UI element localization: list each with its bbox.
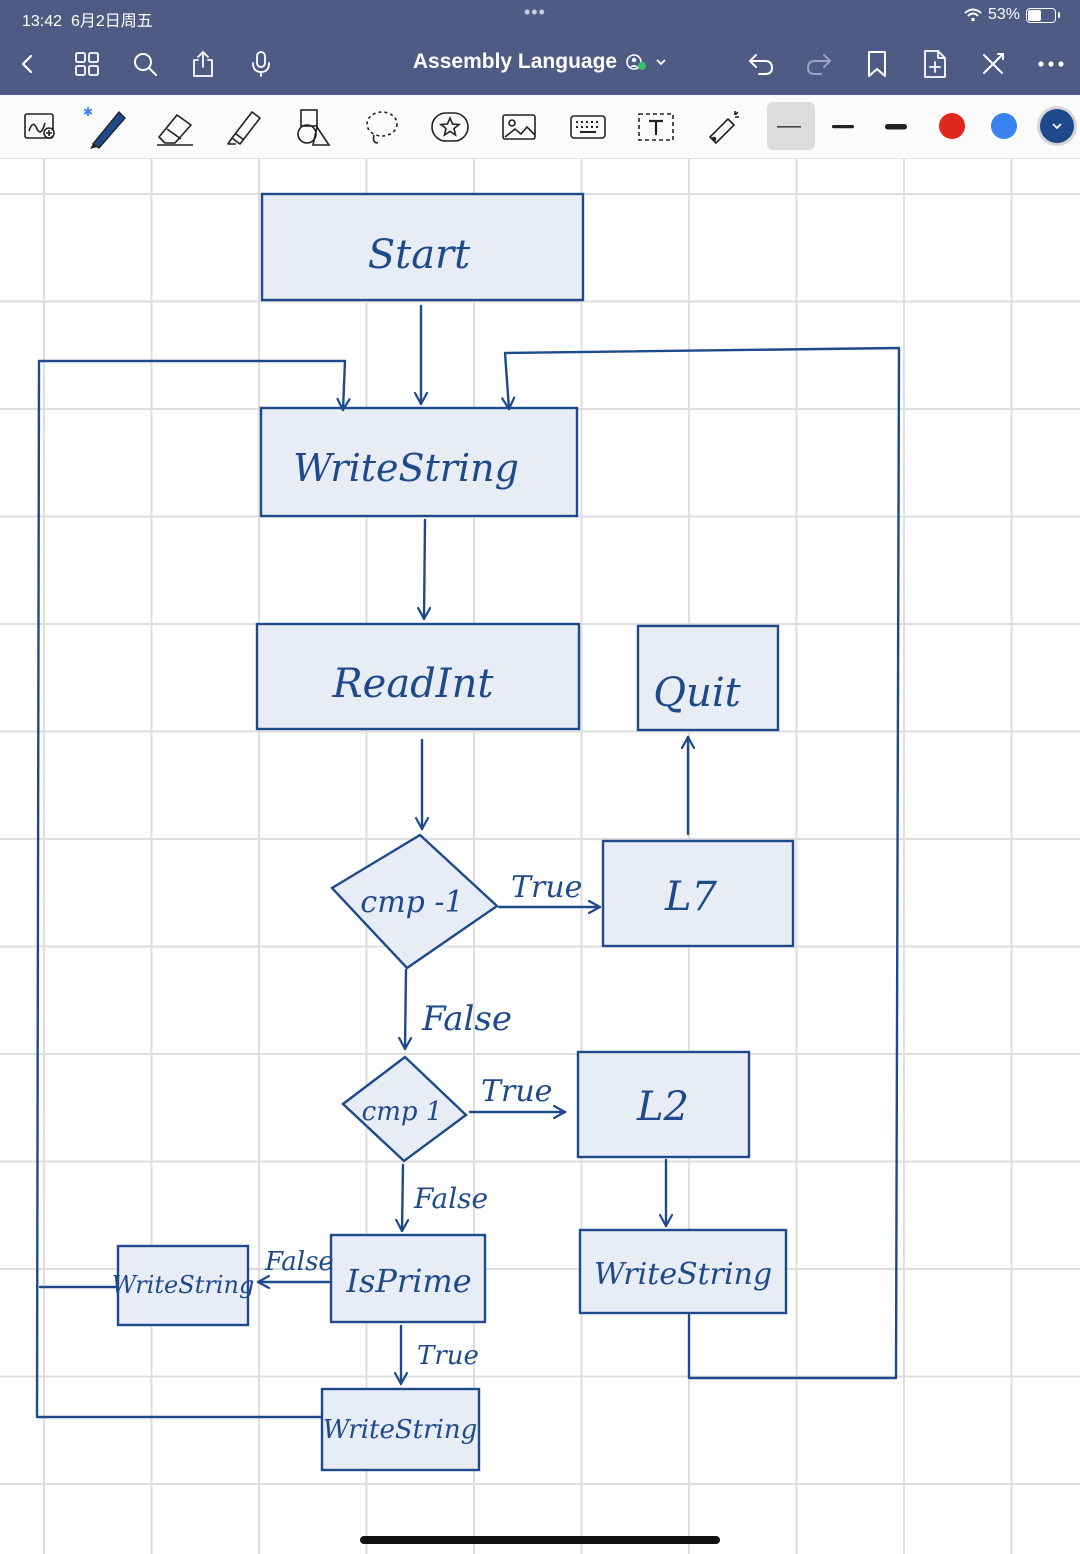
node-quit-label: Quit xyxy=(653,670,741,716)
grid-icon[interactable] xyxy=(67,44,107,84)
status-time: 13:42 6月2日周五 xyxy=(22,13,153,30)
more-icon[interactable] xyxy=(1031,44,1071,84)
color-swatch-navy-selected[interactable] xyxy=(1040,109,1074,143)
laser-pointer-icon[interactable] xyxy=(700,103,748,151)
edge-label-cmp-1-false: False xyxy=(413,1182,488,1215)
microphone-icon[interactable] xyxy=(241,44,281,84)
redo-icon[interactable] xyxy=(799,44,839,84)
multitasking-dots-icon[interactable]: ••• xyxy=(524,2,546,22)
node-write-string-false-label: WriteString xyxy=(112,1271,255,1299)
node-cmp-1 xyxy=(341,1055,468,1163)
sticker-icon[interactable] xyxy=(426,103,474,151)
edge-writestring-to-readint xyxy=(424,518,425,621)
edge-label-cmp-neg1-true: True xyxy=(511,870,582,905)
image-icon[interactable] xyxy=(495,103,543,151)
stroke-width-thin[interactable] xyxy=(767,103,815,151)
node-l2 xyxy=(576,1050,751,1159)
svg-text:✱: ✱ xyxy=(83,105,93,119)
node-is-prime xyxy=(329,1233,487,1324)
close-icon[interactable] xyxy=(973,44,1013,84)
edge-loop-right-to-writestring xyxy=(505,346,901,1380)
pen-icon[interactable]: ✱ xyxy=(82,103,130,151)
document-title[interactable]: Assembly Language xyxy=(390,50,690,74)
back-icon[interactable] xyxy=(8,44,48,84)
eraser-icon[interactable] xyxy=(151,103,199,151)
share-icon[interactable] xyxy=(183,44,223,84)
highlighter-icon[interactable] xyxy=(220,103,268,151)
node-cmp-neg1-label: cmp -1 xyxy=(360,885,463,920)
add-page-icon[interactable] xyxy=(915,44,955,84)
edge-cmp-neg1-false-to-cmp-1 xyxy=(405,968,406,1051)
lasso-image-icon[interactable] xyxy=(16,103,64,151)
node-l7-label: L7 xyxy=(664,874,718,920)
color-swatch-red[interactable] xyxy=(939,113,965,139)
chevron-down-icon xyxy=(1052,123,1062,130)
search-icon[interactable] xyxy=(125,44,165,84)
node-l7 xyxy=(601,839,795,948)
battery-icon xyxy=(1026,7,1056,23)
color-swatch-blue[interactable] xyxy=(991,113,1017,139)
flowchart: Start WriteString ReadInt Quit cmp -1 L7… xyxy=(35,192,901,1472)
node-start-label: Start xyxy=(368,232,471,278)
edge-loop-bottom-to-writestring xyxy=(35,359,345,1419)
node-write-string-main xyxy=(259,406,579,518)
note-canvas[interactable]: Start WriteString ReadInt Quit cmp -1 L7… xyxy=(0,159,1080,1554)
sync-status-icon xyxy=(626,54,647,70)
node-is-prime-label: IsPrime xyxy=(345,1262,471,1300)
document-title-text: Assembly Language xyxy=(412,50,618,73)
text-box-icon[interactable] xyxy=(632,103,680,151)
keyboard-icon[interactable] xyxy=(564,103,612,151)
drawing-toolbar: ✱ xyxy=(0,95,1080,159)
node-write-string-l2 xyxy=(578,1228,788,1315)
edge-label-is-prime-false: False xyxy=(264,1247,334,1277)
undo-icon[interactable] xyxy=(741,44,781,84)
stroke-width-medium[interactable] xyxy=(820,103,868,151)
node-read-int xyxy=(255,622,581,731)
node-write-string-false xyxy=(116,1244,250,1327)
lasso-icon[interactable] xyxy=(358,103,406,151)
node-cmp-1-label: cmp 1 xyxy=(362,1097,443,1127)
shapes-icon[interactable] xyxy=(289,103,337,151)
wifi-icon xyxy=(964,8,982,22)
node-write-string-main-label: WriteString xyxy=(293,446,519,490)
node-l2-label: L2 xyxy=(636,1084,689,1130)
node-write-string-l2-label: WriteString xyxy=(594,1257,772,1292)
stroke-width-thick[interactable] xyxy=(873,103,921,151)
edge-label-is-prime-true: True xyxy=(417,1341,479,1371)
node-write-string-true-label: WriteString xyxy=(323,1415,478,1445)
status-bar: 13:42 6月2日周五 ••• 53% xyxy=(0,0,1080,32)
edge-cmp-1-false-to-isprime xyxy=(402,1163,403,1233)
node-read-int-label: ReadInt xyxy=(332,661,495,707)
edge-label-cmp-1-true: True xyxy=(481,1074,552,1109)
edge-label-cmp-neg1-false: False xyxy=(421,999,512,1039)
chevron-down-icon[interactable] xyxy=(655,57,667,67)
node-cmp-neg1 xyxy=(330,833,499,970)
battery-percent: 53% xyxy=(987,6,1020,23)
node-quit xyxy=(636,624,780,732)
home-indicator[interactable] xyxy=(360,1536,720,1544)
nav-bar: Assembly Language xyxy=(0,32,1080,95)
node-write-string-true xyxy=(320,1387,481,1472)
bookmark-icon[interactable] xyxy=(857,44,897,84)
status-right: 53% xyxy=(964,6,1060,24)
node-start xyxy=(260,192,585,302)
